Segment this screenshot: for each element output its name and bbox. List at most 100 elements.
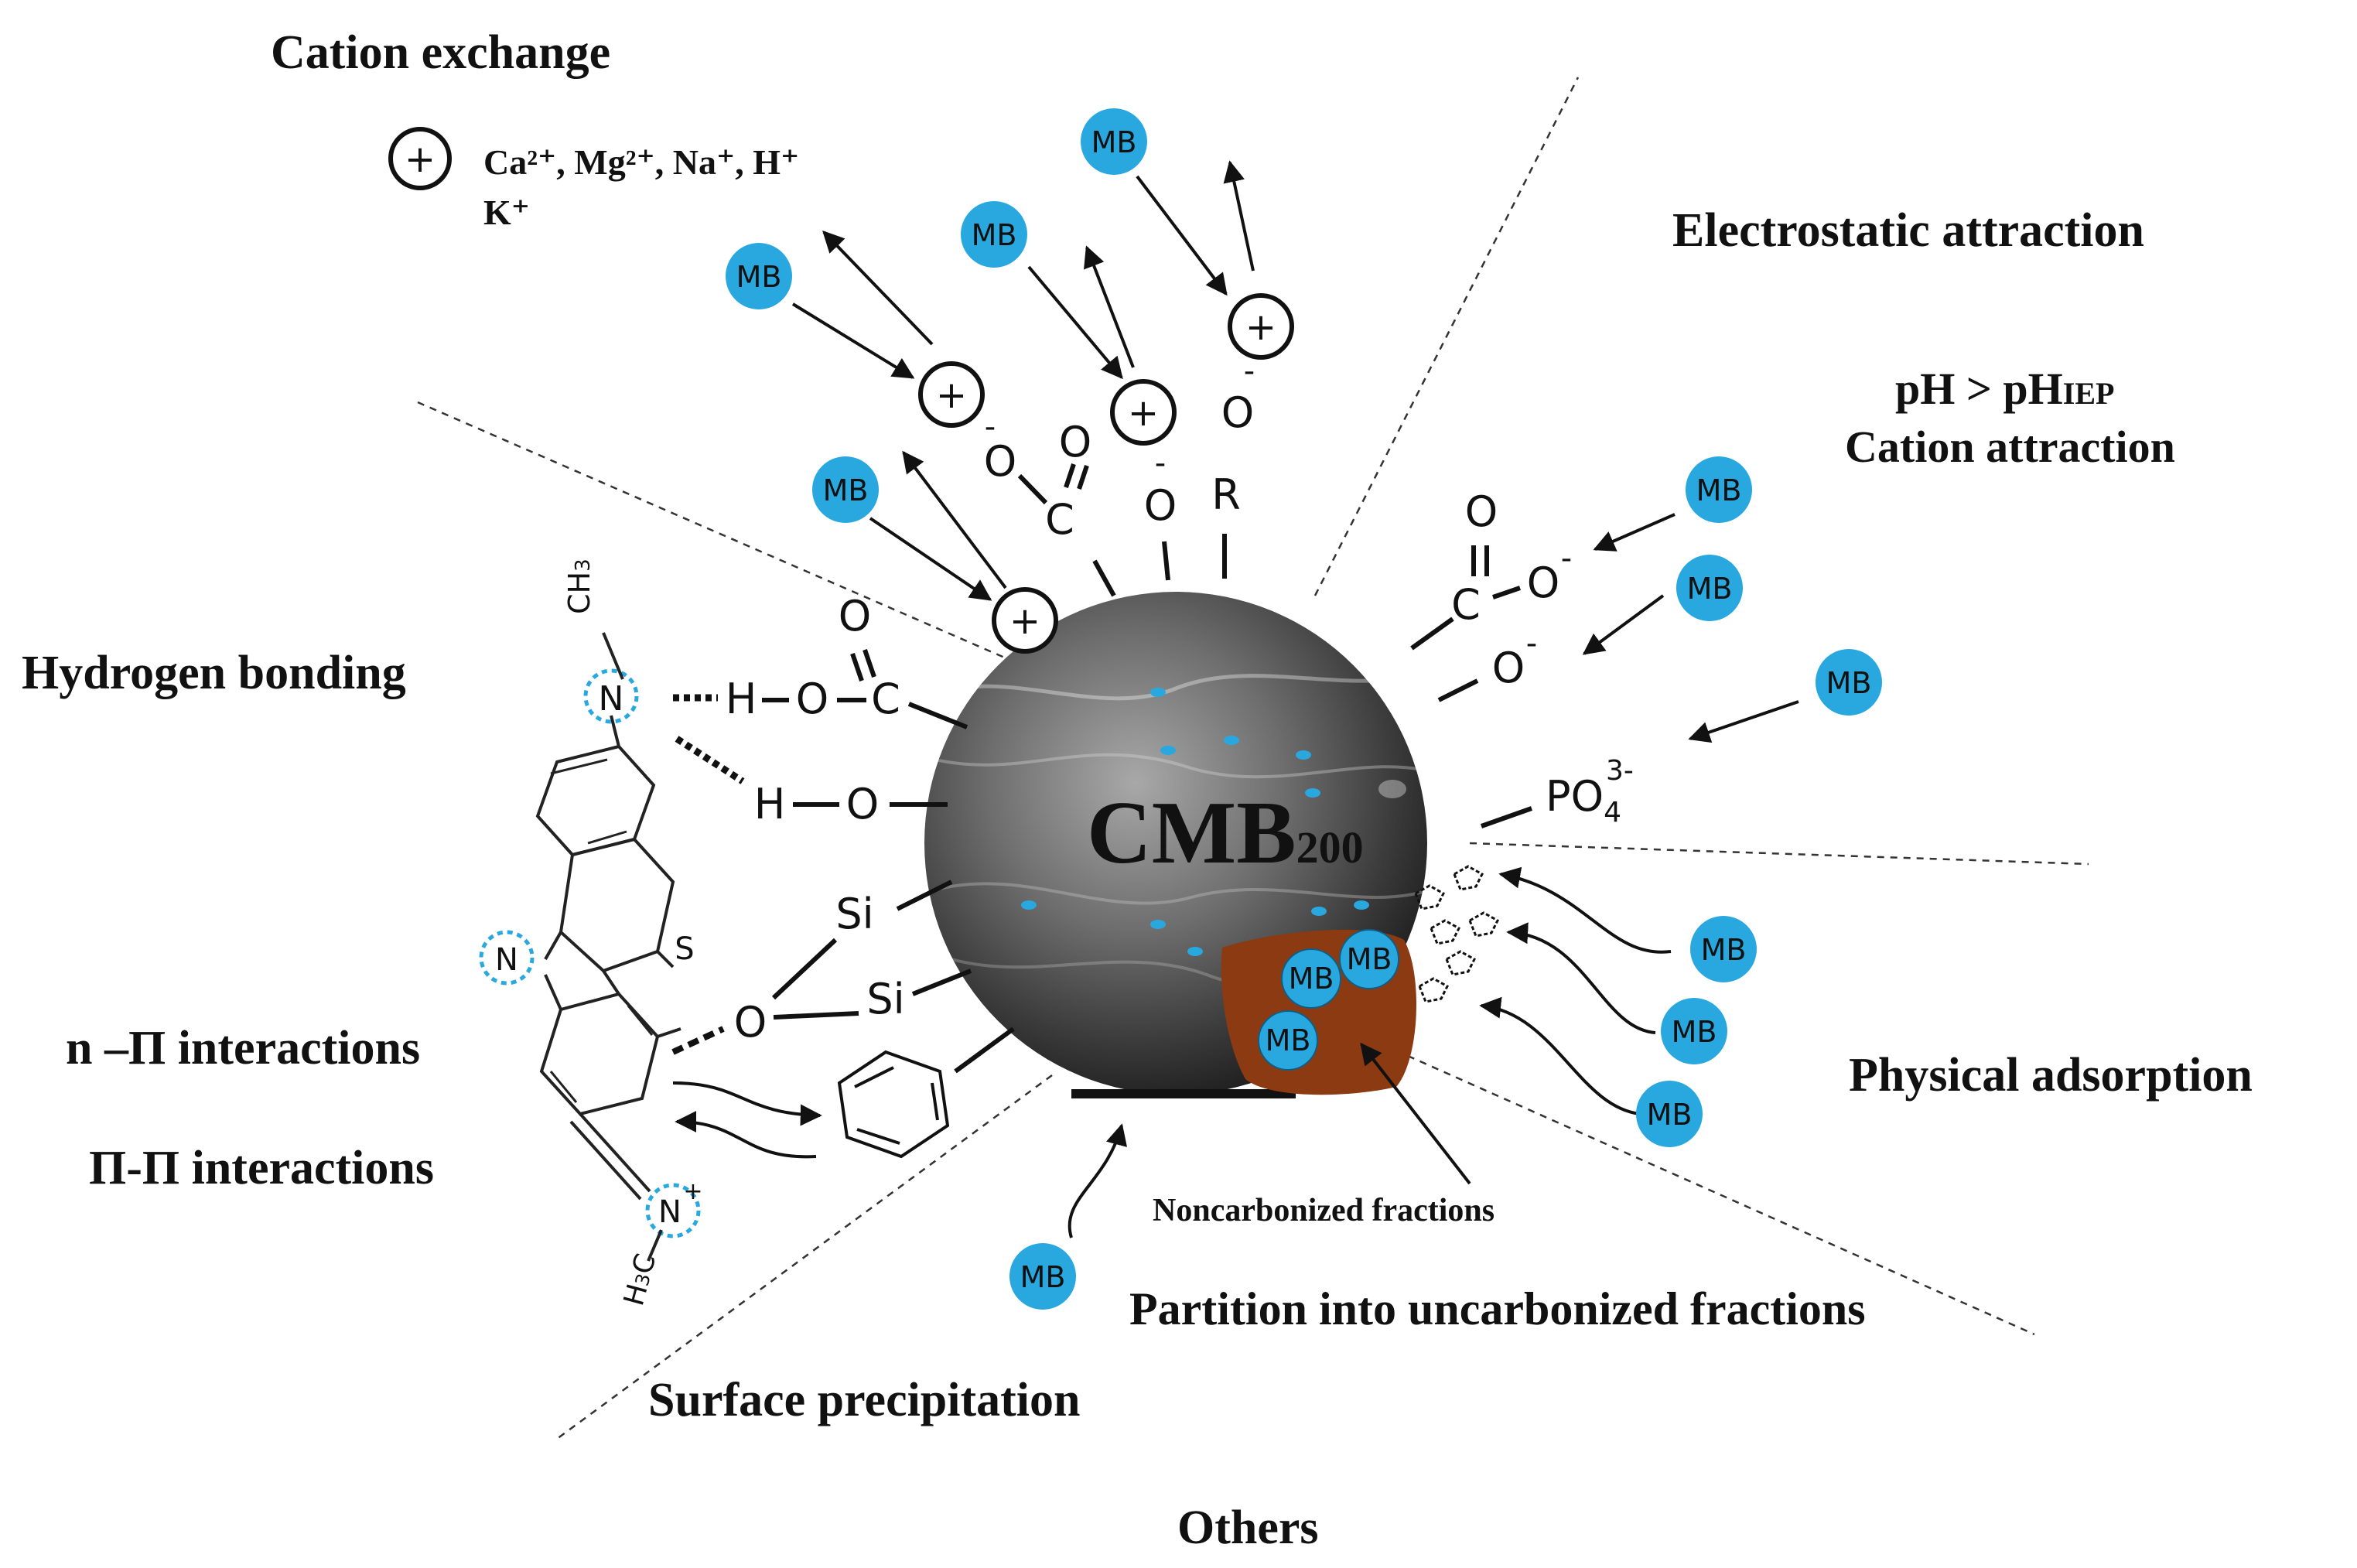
mb-label: MB: [1289, 962, 1334, 996]
electrostatic-groups: C O O - O - PO43-: [1410, 487, 1799, 828]
chem-r-group: R: [1211, 470, 1241, 519]
chem-si1: Si: [835, 890, 873, 938]
chem-carboxylate-o-minus: O: [1527, 559, 1560, 607]
chem-mb-n-plus: N: [658, 1194, 681, 1230]
label-pi-pi-interactions: Π-Π interactions: [89, 1142, 434, 1194]
mb-molecule: MB: [1081, 108, 1147, 175]
chem-hydroxyl-o: O: [1144, 481, 1177, 530]
n-marker-bottom: [645, 1183, 701, 1238]
particle-texture: [927, 671, 1427, 988]
particle-name: CMB200: [1087, 784, 1364, 883]
label-ph-condition: pH > pHIEP: [1895, 364, 2114, 414]
partition-arrow: [1360, 1042, 1471, 1185]
label-cations-list-2: K⁺: [483, 193, 530, 232]
benzene-ring: [837, 1027, 1015, 1159]
svg-text:MB: MB: [1647, 1098, 1693, 1132]
section-labels: Cation exchange Ca²⁺, Mg²⁺, Na⁺, H⁺ K⁺ E…: [22, 26, 2253, 1554]
divider-surface-precipitation: [556, 1074, 1053, 1440]
chem-mb-h3c: H3C: [618, 1251, 662, 1310]
chem-mb-ch3: CH3: [562, 559, 596, 614]
chem-hb-c: C: [871, 675, 900, 723]
mb-molecules: MB MB MB MB MB MB MB MB MB MB MB: [726, 108, 1882, 1310]
chem-carboxylate-o: O: [1465, 487, 1498, 536]
svg-text:MB: MB: [972, 218, 1017, 252]
n-marker-top: [583, 668, 639, 724]
chem-minus: -: [1244, 354, 1255, 389]
mb-molecule: MB: [812, 456, 879, 523]
label-cations-list: Ca²⁺, Mg²⁺, Na⁺, H⁺: [483, 142, 799, 182]
plus-sign: +: [936, 374, 967, 417]
svg-text:MB: MB: [1701, 933, 1747, 967]
exchange-site: [992, 587, 1058, 654]
plus-sign: +: [1128, 391, 1159, 435]
mb-molecule: MB: [1690, 916, 1757, 982]
siloxane-groups: Si Si O: [671, 880, 972, 1055]
exchange-site: [918, 361, 985, 428]
hbond-dots: [675, 736, 745, 784]
mb-molecule: [1258, 1010, 1318, 1071]
chem-minus: -: [985, 409, 996, 445]
chem-mb-n-top: N: [599, 679, 624, 719]
hydrogen-bonding-groups: C O O H O H: [673, 592, 968, 828]
label-electrostatic-attraction: Electrostatic attraction: [1672, 204, 2144, 257]
chem-minus: -: [1561, 541, 1572, 576]
chem-si2: Si: [866, 975, 904, 1023]
chem-hb-h2: H: [754, 780, 786, 828]
mb-molecule: MB: [1676, 555, 1743, 621]
particle-base-shadow: [1071, 1089, 1296, 1098]
sector-dividers: [417, 77, 2089, 1440]
plus-sign: +: [1009, 600, 1040, 643]
chem-carboxyl-c: C: [1045, 495, 1074, 544]
exchange-sites: + + + +: [918, 293, 1294, 654]
label-cation-exchange: Cation exchange: [271, 26, 610, 79]
label-surface-precipitation: Surface precipitation: [648, 1374, 1081, 1426]
methylene-blue-structure: N CH3 S N N + H3C: [479, 559, 822, 1310]
chem-siloxane-o: O: [734, 998, 767, 1047]
chem-ester-o: O: [984, 437, 1017, 486]
mb-molecule: MB: [961, 201, 1027, 268]
label-n-pi-interactions: n –Π interactions: [66, 1022, 420, 1074]
label-partition: Partition into uncarbonized fractions: [1129, 1283, 1866, 1334]
noncarbonized-fraction: MB MB MB: [1221, 929, 1417, 1095]
chem-mb-n-ring: N: [495, 942, 518, 978]
svg-text:MB: MB: [1826, 666, 1872, 700]
chem-ro-o: O: [1221, 388, 1255, 437]
n-marker-ring: [479, 930, 535, 986]
svg-text:MB: MB: [1020, 1260, 1066, 1294]
svg-text:MB: MB: [736, 260, 782, 294]
chem-hb-o-top: O: [839, 592, 872, 641]
svg-text:MB: MB: [1687, 572, 1733, 606]
exchange-site: [1228, 293, 1294, 360]
chem-mb-s: S: [675, 931, 694, 967]
divider-physical-partition: [1407, 1054, 2035, 1336]
plus-sign: +: [405, 138, 436, 181]
chem-carboxylate-c: C: [1451, 580, 1481, 629]
chem-hb-o1: O: [796, 675, 829, 723]
label-physical-adsorption: Physical adsorption: [1849, 1049, 2253, 1102]
exchange-site: [1110, 379, 1177, 446]
chem-minus: -: [1526, 626, 1537, 661]
label-noncarbonized-fractions: Noncarbonized fractions: [1153, 1193, 1494, 1228]
exchange-arrows: [791, 160, 1255, 601]
mb-label: MB: [1266, 1023, 1311, 1057]
precipitation-arrow: [1067, 1123, 1128, 1238]
chem-hb-o2: O: [846, 780, 880, 828]
chem-hb-h1: H: [726, 675, 757, 723]
divider-cation-electrostatic: [1313, 77, 1580, 596]
cation-exchange-groups: C O O - O - R O -: [984, 354, 1255, 625]
surface-dots: [1021, 688, 1369, 956]
plus-sign: +: [1245, 306, 1276, 349]
chem-phenoxide-o: O: [1492, 644, 1525, 692]
plus-sign: +: [683, 1178, 702, 1205]
mb-molecule: MB: [1686, 456, 1752, 523]
cation-legend-circle: +: [388, 127, 452, 190]
mb-molecule: [1281, 948, 1341, 1009]
svg-text:MB: MB: [1672, 1015, 1717, 1049]
mb-molecule: MB: [1009, 1243, 1076, 1310]
mb-label: MB: [1347, 942, 1392, 976]
svg-text:MB: MB: [1696, 473, 1742, 507]
physical-adsorption-pores: [1414, 865, 1672, 1115]
svg-text:MB: MB: [823, 473, 869, 507]
mb-molecule: MB: [1661, 998, 1727, 1064]
